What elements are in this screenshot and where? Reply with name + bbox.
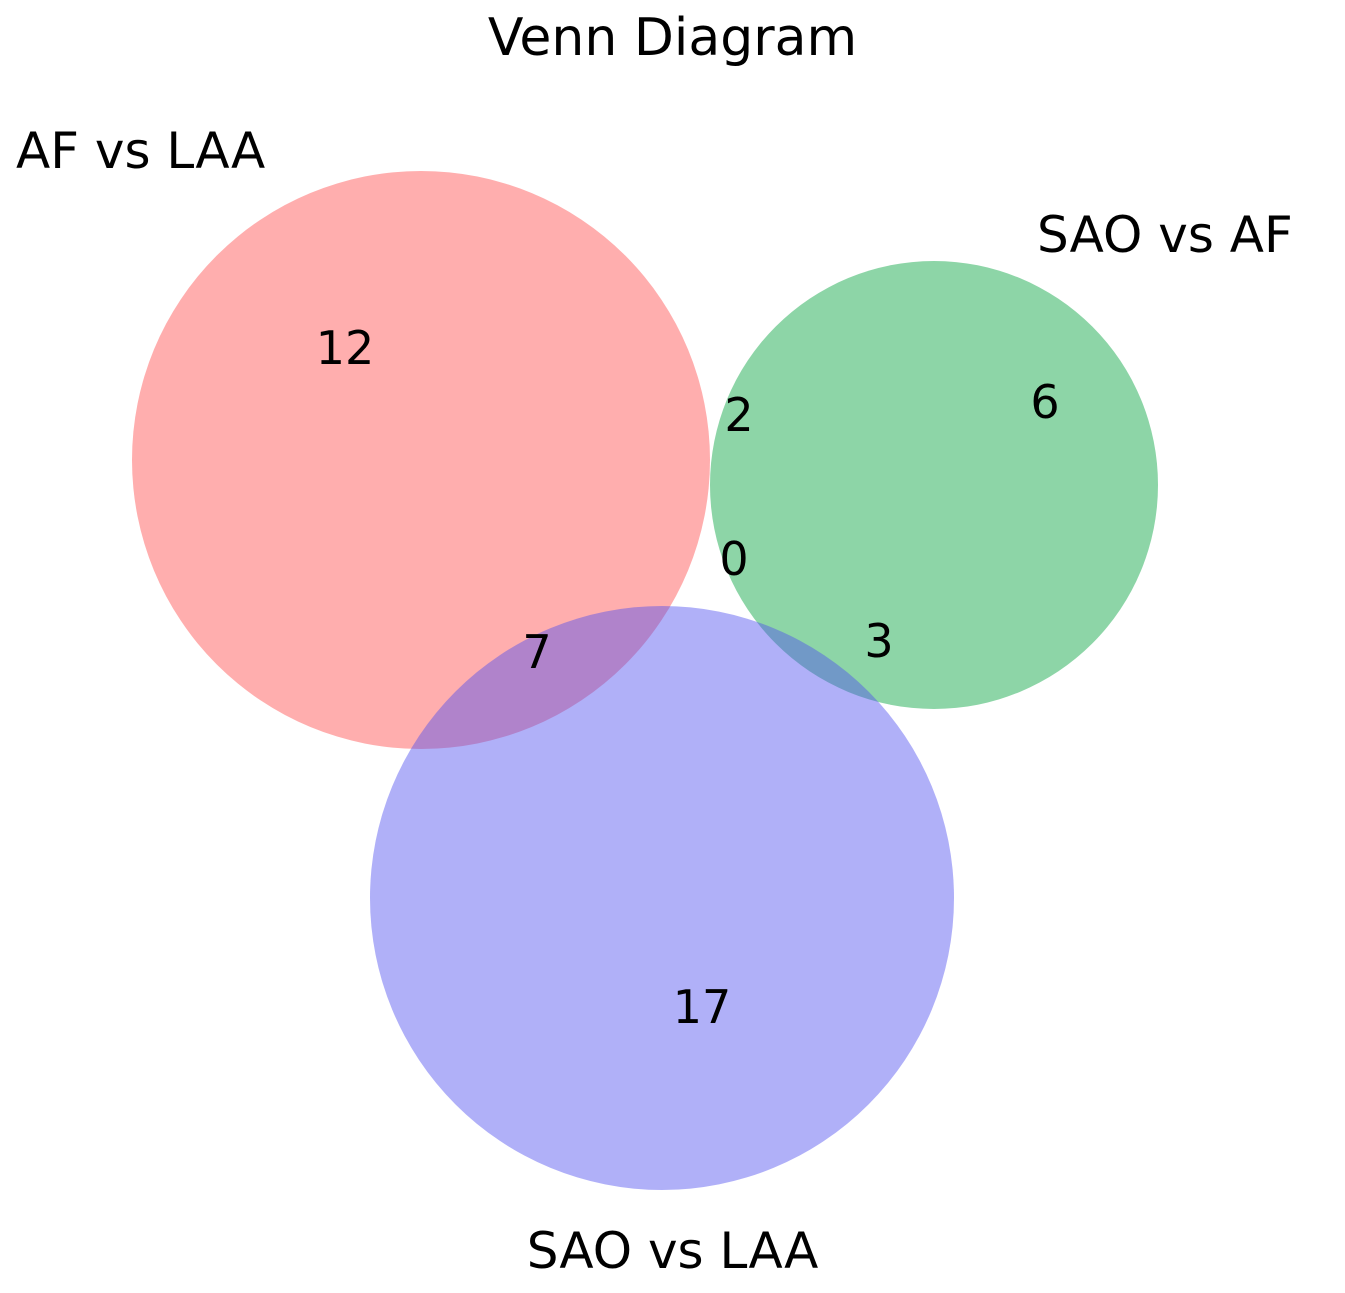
venn-circle-group bbox=[132, 171, 1158, 1190]
venn-circle-set-c[interactable] bbox=[370, 606, 954, 1190]
page-title: Venn Diagram bbox=[487, 8, 858, 68]
set-label-sao-vs-laa: SAO vs LAA bbox=[526, 1222, 819, 1280]
set-label-sao-vs-af: SAO vs AF bbox=[1037, 206, 1293, 264]
venn-circle-set-a[interactable] bbox=[132, 171, 710, 749]
set-label-af-vs-laa: AF vs LAA bbox=[16, 122, 266, 180]
venn-circle-set-b[interactable] bbox=[710, 261, 1158, 709]
